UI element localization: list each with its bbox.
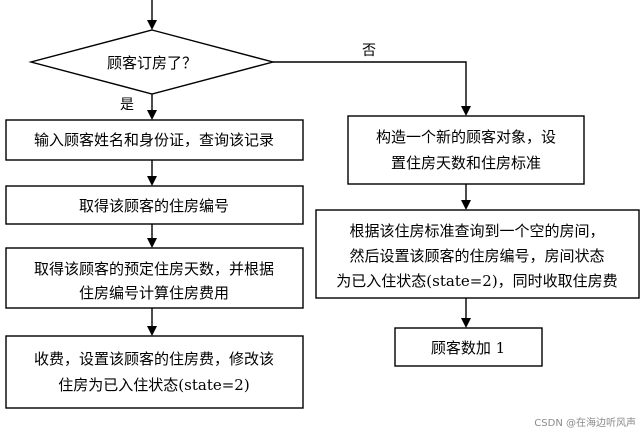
yes-edge	[147, 94, 157, 120]
left-step-1: 输入顾客姓名和身份证，查询该记录	[5, 119, 304, 161]
yes-label: 是	[120, 97, 134, 113]
watermark: CSDN @在海边听风声	[534, 416, 636, 429]
decision-label: 顾客订房了？	[107, 54, 197, 72]
left-step-4-line2: 住房为已入住状态(state=2)	[58, 376, 249, 394]
right-step-2-line2: 然后设置该顾客的住房编号，房间状态	[349, 247, 604, 265]
left-step-3: 取得该顾客的预定住房天数，并根据 住房编号计算住房费用	[5, 247, 304, 309]
left-step-3-line2: 住房编号计算住房费用	[79, 284, 229, 302]
right-step-2: 根据该住房标准查询到一个空的房间， 然后设置该顾客的住房编号，房间状态 为已入住…	[315, 209, 640, 299]
entry-arrow	[147, 0, 157, 30]
right-step-1: 构造一个新的顾客对象，设 置住房天数和住房标准	[347, 115, 585, 185]
left-step-4-line1: 收费，设置该顾客的住房费，修改该	[34, 350, 274, 368]
right-step-1-line2: 置住房天数和住房标准	[391, 154, 541, 172]
no-edge	[273, 61, 471, 116]
decision-node: 顾客订房了？	[28, 29, 276, 95]
left-step-2: 取得该顾客的住房编号	[5, 185, 304, 225]
left-edge-3-4	[147, 308, 157, 336]
right-step-2-line3: 为已入住状态(state=2)，同时收取住房费	[336, 272, 617, 290]
right-edge-1-2	[461, 184, 471, 210]
right-step-2-line1: 根据该住房标准查询到一个空的房间，	[349, 222, 604, 240]
no-label: 否	[362, 43, 376, 59]
left-edge-1-2	[147, 160, 157, 186]
left-edge-2-3	[147, 224, 157, 248]
left-step-3-line1: 取得该顾客的预定住房天数，并根据	[34, 260, 274, 278]
right-step-1-line1: 构造一个新的顾客对象，设	[376, 128, 556, 146]
right-step-3: 顾客数加 1	[394, 327, 543, 367]
left-step-4: 收费，设置该顾客的住房费，修改该 住房为已入住状态(state=2)	[5, 335, 304, 409]
right-step-3-text: 顾客数加 1	[431, 339, 505, 357]
left-step-1-text: 输入顾客姓名和身份证，查询该记录	[34, 131, 274, 149]
right-edge-2-3	[461, 298, 471, 328]
left-step-2-text: 取得该顾客的住房编号	[79, 197, 229, 215]
